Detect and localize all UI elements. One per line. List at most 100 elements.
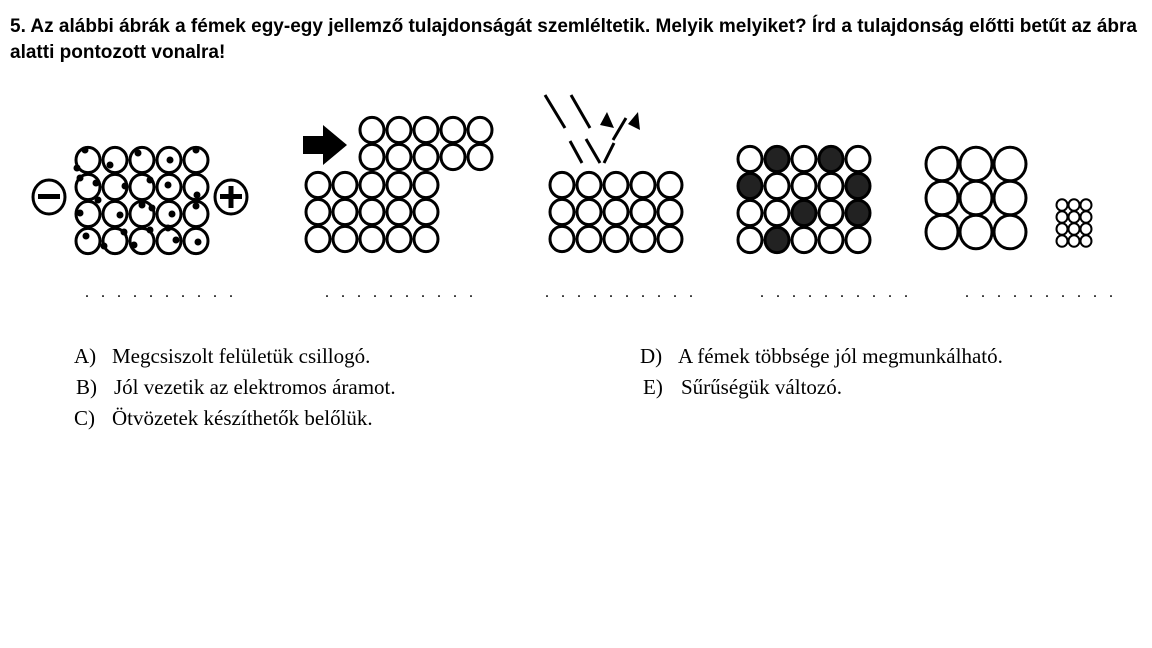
- answer-line-4[interactable]: . . . . . . . . . .: [760, 284, 912, 301]
- atom: [101, 226, 129, 256]
- atom: [602, 197, 630, 227]
- atom: [1079, 210, 1093, 224]
- atom: [358, 170, 386, 200]
- atom: [656, 224, 684, 254]
- atom: [358, 197, 386, 227]
- figure-alloy: [736, 144, 872, 255]
- atom: [548, 170, 576, 200]
- atom: [385, 224, 413, 254]
- atom: [575, 197, 603, 227]
- atom: [736, 198, 764, 228]
- atom: [466, 142, 494, 172]
- option-b: B)Jól vezetik az elektromos áramot.: [76, 375, 396, 400]
- atom: [1079, 234, 1093, 248]
- atom: [790, 144, 818, 174]
- atom: [629, 170, 657, 200]
- answer-line-1[interactable]: . . . . . . . . . .: [85, 284, 237, 301]
- electron: [168, 210, 176, 218]
- atom: [790, 171, 818, 201]
- atom: [128, 145, 156, 175]
- atom: [736, 144, 764, 174]
- atom: [304, 197, 332, 227]
- figure-conduction: [31, 145, 249, 256]
- atom: [992, 145, 1028, 183]
- option-text: Sűrűségük változó.: [681, 375, 842, 399]
- option-a: A)Megcsiszolt felületük csillogó.: [74, 344, 370, 369]
- atom: [331, 170, 359, 200]
- task-title: 5. Az alábbi ábrák a fémek egy-egy jelle…: [10, 16, 1137, 63]
- atom: [992, 179, 1028, 217]
- atom: [412, 197, 440, 227]
- option-text: Ötvözetek készíthetők belőlük.: [112, 406, 373, 430]
- atom: [74, 145, 102, 175]
- atom: [575, 224, 603, 254]
- atom: [844, 171, 872, 201]
- electron: [76, 174, 84, 182]
- atom: [602, 224, 630, 254]
- figure-density: [924, 145, 1093, 251]
- atom: [602, 170, 630, 200]
- light-ray: [602, 142, 616, 164]
- atom: [385, 142, 413, 172]
- atom: [412, 224, 440, 254]
- atom: [1067, 198, 1081, 212]
- atom: [763, 171, 791, 201]
- atom: [958, 213, 994, 251]
- atom: [1079, 222, 1093, 236]
- atom: [763, 198, 791, 228]
- atom: [304, 224, 332, 254]
- atom: [358, 224, 386, 254]
- atom: [817, 171, 845, 201]
- answer-line-2[interactable]: . . . . . . . . . .: [325, 284, 477, 301]
- atom: [385, 115, 413, 145]
- electron: [192, 146, 200, 154]
- atom: [763, 144, 791, 174]
- atom: [790, 225, 818, 255]
- atom: [1067, 234, 1081, 248]
- electron: [193, 191, 201, 199]
- light-ray: [611, 117, 628, 141]
- atom: [817, 144, 845, 174]
- atom: [1079, 198, 1093, 212]
- reflected-arrow-icon: [628, 112, 640, 130]
- electron: [76, 209, 84, 217]
- light-ray: [584, 138, 602, 164]
- atom: [992, 213, 1028, 251]
- figure-malleability: [303, 115, 494, 254]
- electron: [134, 149, 142, 157]
- option-text: Megcsiszolt felületük csillogó.: [112, 344, 371, 368]
- option-d: D) A fémek többsége jól megmunkálható.: [640, 344, 1003, 369]
- atom: [412, 115, 440, 145]
- atom: [439, 115, 467, 145]
- atom: [629, 197, 657, 227]
- atom: [304, 170, 332, 200]
- electron: [94, 196, 102, 204]
- atom: [1067, 222, 1081, 236]
- electron: [138, 201, 146, 209]
- light-ray: [569, 94, 592, 129]
- option-text: Jól vezetik az elektromos áramot.: [114, 375, 396, 399]
- atom: [844, 144, 872, 174]
- option-text: A fémek többsége jól megmunkálható.: [678, 344, 1003, 368]
- atom: [763, 225, 791, 255]
- electron: [73, 164, 81, 172]
- option-letter: D): [640, 344, 663, 368]
- option-letter: E): [643, 375, 663, 399]
- electron: [130, 241, 138, 249]
- atom: [358, 142, 386, 172]
- atom: [439, 142, 467, 172]
- atom: [1055, 234, 1069, 248]
- answer-line-5[interactable]: . . . . . . . . . .: [965, 284, 1117, 301]
- atom: [656, 197, 684, 227]
- atom: [844, 198, 872, 228]
- electron: [116, 211, 124, 219]
- electron: [194, 238, 202, 246]
- atom: [958, 145, 994, 183]
- atom: [548, 224, 576, 254]
- atom: [412, 170, 440, 200]
- answer-line-3[interactable]: . . . . . . . . . .: [545, 284, 697, 301]
- atom: [1067, 210, 1081, 224]
- atom: [924, 145, 960, 183]
- option-c: C)Ötvözetek készíthetők belőlük.: [74, 406, 373, 431]
